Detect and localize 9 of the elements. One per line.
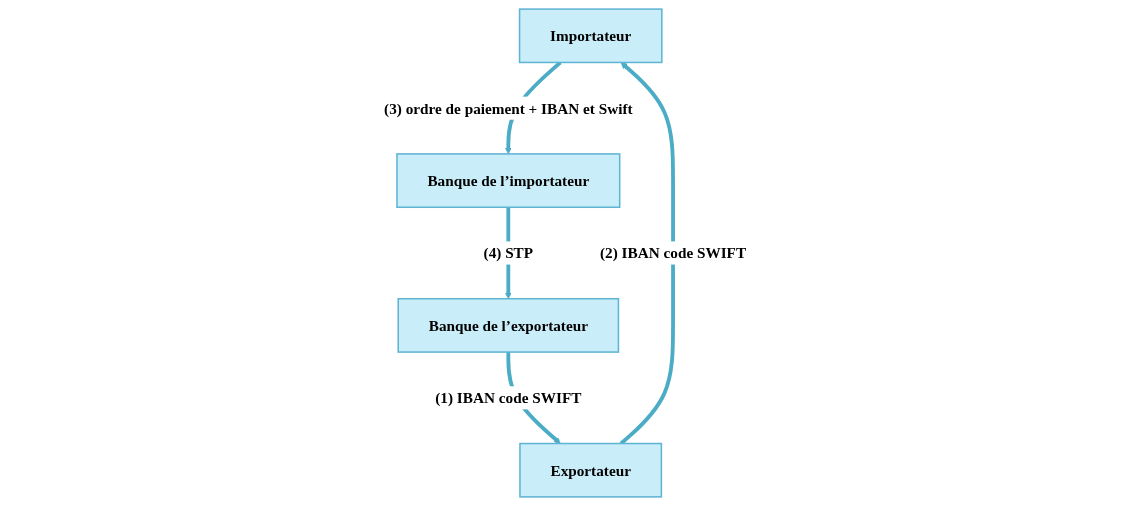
node-box: Importateur xyxy=(518,8,663,64)
node-box: Banque de l’exportateur xyxy=(397,297,620,353)
edge-label: (1) IBAN code SWIFT xyxy=(435,389,582,407)
arrow xyxy=(619,62,675,445)
node-box: Exportateur xyxy=(519,442,663,498)
edge-label: (2) IBAN code SWIFT xyxy=(599,244,746,262)
node-box: Banque de l’importateur xyxy=(396,153,621,208)
edge-label: (4) STP xyxy=(483,244,534,262)
edge-label: (3) ordre de paiement + IBAN et Swift xyxy=(384,99,633,117)
